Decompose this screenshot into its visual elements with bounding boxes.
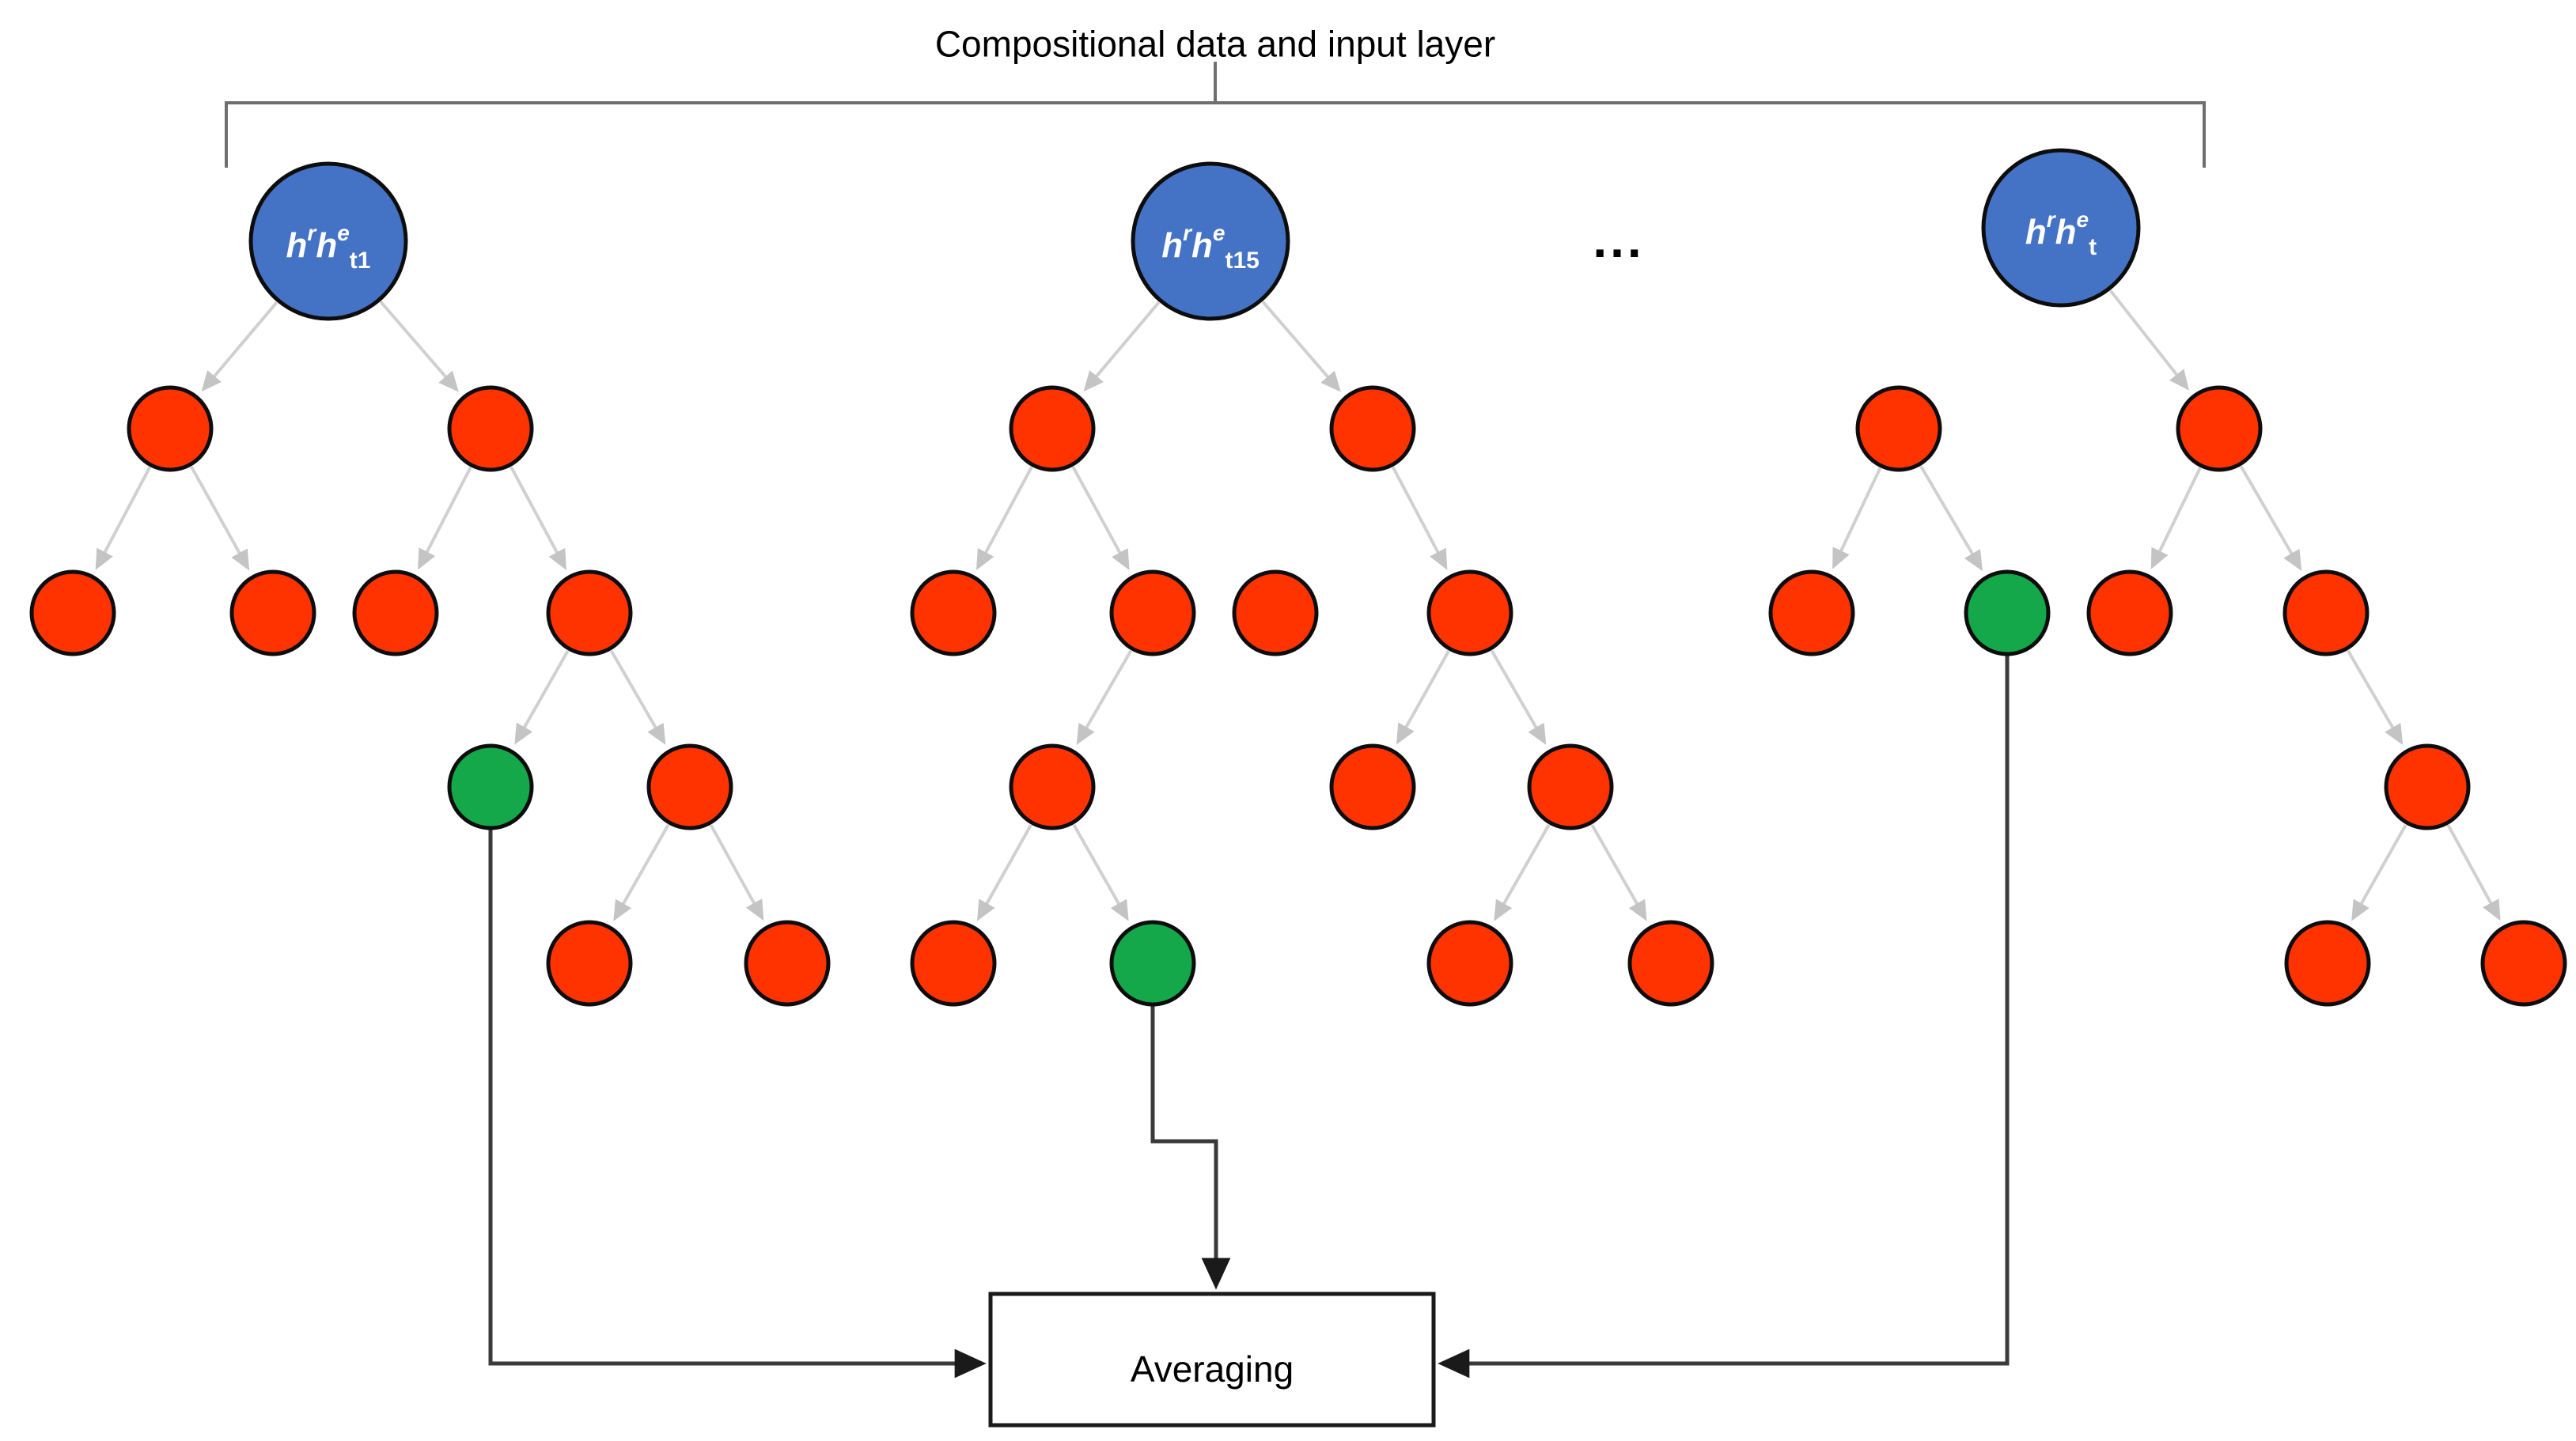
tree-edge	[1391, 466, 1448, 570]
connector-layer	[488, 654, 2010, 1379]
input-root-node[interactable]: hrhet15	[1131, 161, 1290, 321]
tree-edge	[1072, 823, 1129, 921]
tree-node[interactable]	[1855, 385, 1942, 472]
tree-edge	[1071, 466, 1130, 571]
tree-node[interactable]	[1109, 569, 1196, 656]
tree-node[interactable]	[1329, 385, 1416, 472]
connector-middle	[1150, 1004, 1231, 1290]
tree-edge	[975, 466, 1033, 570]
tree-edge	[510, 466, 567, 570]
tree-edge	[613, 823, 670, 921]
tree-edge	[514, 649, 570, 745]
tree-node[interactable]	[127, 385, 214, 472]
tree-node[interactable]	[2284, 920, 2371, 1007]
tree-edge	[2351, 823, 2407, 921]
tree-node[interactable]	[910, 569, 997, 656]
tree-edge	[2346, 649, 2404, 745]
tree-node[interactable]	[29, 569, 116, 656]
tree-node[interactable]	[546, 569, 633, 656]
tree-edge	[1396, 650, 1450, 745]
span-bracket	[225, 62, 2206, 168]
connector-left	[488, 828, 987, 1379]
tree-edge	[1832, 467, 1882, 569]
tree-node[interactable]	[646, 743, 733, 830]
tree-edge	[1494, 823, 1551, 921]
connector-right	[1438, 654, 2010, 1379]
tree-edge	[2446, 824, 2501, 921]
tree-node[interactable]	[2086, 569, 2173, 656]
root-node-label: hrhet	[2025, 207, 2097, 260]
tree-edge	[1919, 465, 1983, 572]
tree-node[interactable]	[910, 920, 997, 1007]
tree-edge	[190, 466, 250, 571]
tree-node[interactable]	[229, 569, 316, 656]
tree-node[interactable]	[447, 385, 534, 472]
root-node-label: hrhet15	[1161, 221, 1260, 274]
tree-node[interactable]	[352, 569, 439, 656]
selected-node[interactable]	[447, 743, 534, 830]
tree-node[interactable]	[1426, 920, 1513, 1007]
averaging-box-label: Averaging	[1131, 1348, 1294, 1390]
tree-edge	[1490, 649, 1547, 745]
node-layer	[29, 385, 2567, 1007]
tree-edge-layer	[95, 289, 2501, 921]
tree-edge	[95, 466, 152, 570]
tree-edge	[709, 824, 764, 921]
input-root-node[interactable]: hrhet1	[248, 161, 408, 321]
tree-node[interactable]	[546, 920, 633, 1007]
tree-edge	[976, 823, 1032, 921]
tree-node[interactable]	[1232, 569, 1319, 656]
tree-node[interactable]	[744, 920, 831, 1007]
root-node-label: hrhet1	[286, 221, 371, 274]
selected-node[interactable]	[1109, 920, 1196, 1007]
tree-node[interactable]	[1627, 920, 1714, 1007]
tree-node[interactable]	[1009, 743, 1096, 830]
page-title: Compositional data and input layer	[935, 24, 1495, 65]
tree-node[interactable]	[1768, 569, 1855, 656]
tree-edge	[379, 301, 459, 392]
ellipsis-indicator: ...	[1593, 211, 1644, 268]
tree-edge	[1590, 823, 1647, 921]
tree-edge	[2150, 467, 2202, 569]
tree-node[interactable]	[1329, 743, 1416, 830]
tree-edge	[609, 649, 666, 745]
tree-edge	[1083, 301, 1161, 392]
tree-node[interactable]	[2384, 743, 2471, 830]
tree-node[interactable]	[1426, 569, 1513, 656]
tree-node[interactable]	[1527, 743, 1614, 830]
selected-node[interactable]	[1964, 569, 2051, 656]
root-node-layer: hrhet1 hrhet15 hrhet	[248, 148, 2141, 321]
averaging-box-rect[interactable]	[988, 1292, 1436, 1428]
input-root-node[interactable]: hrhet	[1981, 148, 2141, 308]
tree-edge	[201, 301, 278, 392]
tree-edge	[1076, 649, 1133, 745]
tree-edge	[2239, 465, 2302, 571]
tree-node[interactable]	[2282, 569, 2370, 656]
tree-node[interactable]	[1009, 385, 1096, 472]
tree-edge	[1261, 301, 1341, 392]
tree-node[interactable]	[2176, 385, 2263, 472]
averaging-box[interactable]: Averaging	[988, 1292, 1436, 1428]
tree-edge	[2108, 289, 2190, 391]
tree-edge	[418, 466, 472, 570]
tree-node[interactable]	[2480, 920, 2567, 1007]
